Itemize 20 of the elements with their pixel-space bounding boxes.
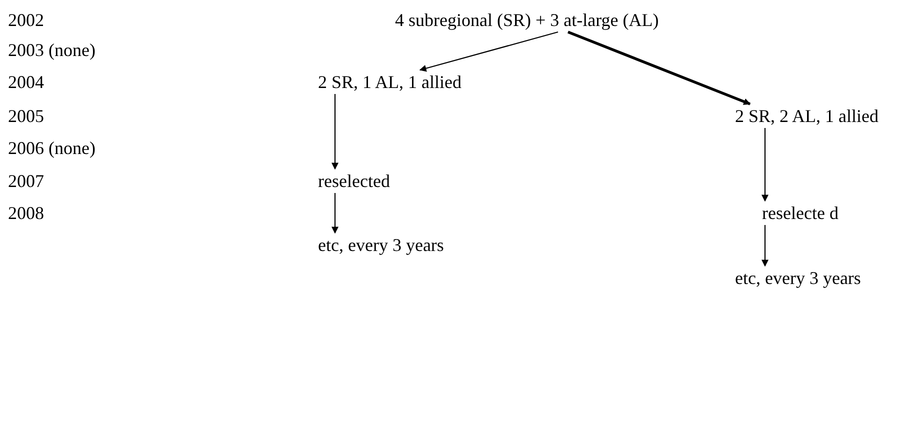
arrow bbox=[762, 128, 768, 202]
arrow bbox=[419, 31, 558, 72]
arrow bbox=[762, 225, 768, 267]
year-label: 2006 (none) bbox=[8, 137, 96, 159]
year-label: 2008 bbox=[8, 202, 44, 224]
node-text: 2 SR, 2 AL, 1 allied bbox=[735, 105, 878, 127]
year-label: 2005 bbox=[8, 105, 44, 127]
node-text: 4 subregional (SR) + 3 at-large (AL) bbox=[395, 9, 659, 31]
node-text: 2 SR, 1 AL, 1 allied bbox=[318, 71, 462, 93]
arrow bbox=[567, 30, 751, 106]
year-label: 2007 bbox=[8, 170, 44, 192]
node-text: etc, every 3 years bbox=[318, 234, 444, 256]
year-label: 2002 bbox=[8, 9, 44, 31]
node-text: etc, every 3 years bbox=[735, 267, 861, 289]
node-text: reselected bbox=[318, 170, 390, 192]
arrow bbox=[332, 94, 338, 170]
year-label: 2004 bbox=[8, 71, 44, 93]
node-text: reselecte d bbox=[762, 202, 838, 224]
arrow bbox=[332, 193, 338, 234]
year-label: 2003 (none) bbox=[8, 39, 96, 61]
